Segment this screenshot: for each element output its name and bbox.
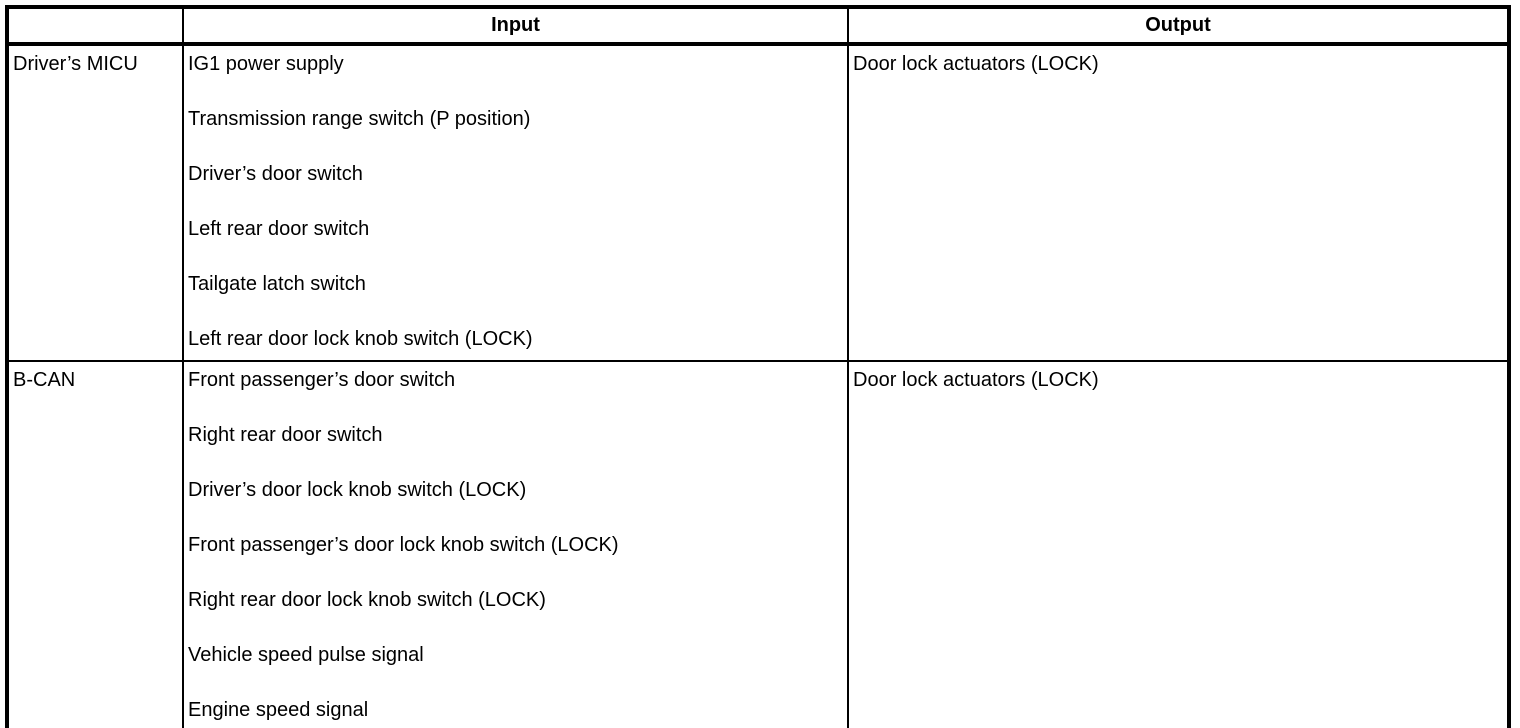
input-item: Driver’s door lock knob switch (LOCK) <box>188 479 527 501</box>
output-label: Door lock actuators (LOCK) <box>853 53 1099 75</box>
output-label: Door lock actuators (LOCK) <box>853 369 1099 391</box>
input-item: Tailgate latch switch <box>188 273 366 295</box>
header-cell-input: Input <box>182 6 849 46</box>
input-item: Front passenger’s door switch <box>188 369 456 391</box>
input-item: Transmission range switch (P position) <box>188 108 531 130</box>
input-output-table: Input Output Driver’s MICU IG1 power sup… <box>5 5 1511 728</box>
table-row-drivers-micu: Driver’s MICU IG1 power supply Transmiss… <box>6 43 1510 362</box>
input-item: IG1 power supply <box>188 53 344 75</box>
header-cell-source <box>6 6 184 46</box>
input-cell: IG1 power supply Transmission range swit… <box>182 43 849 362</box>
input-item: Front passenger’s door lock knob switch … <box>188 534 619 556</box>
input-item: Right rear door switch <box>188 424 383 446</box>
input-item: Driver’s door switch <box>188 163 363 185</box>
input-item: Engine speed signal <box>188 699 369 721</box>
output-cell: Door lock actuators (LOCK) <box>847 360 1510 728</box>
input-item: Right rear door lock knob switch (LOCK) <box>188 589 546 611</box>
table-header-row: Input Output <box>6 6 1510 46</box>
source-label: Driver’s MICU <box>13 53 138 75</box>
header-cell-output: Output <box>847 6 1510 46</box>
source-cell: B-CAN <box>6 360 184 728</box>
input-item: Left rear door lock knob switch (LOCK) <box>188 328 533 350</box>
input-list: IG1 power supply Transmission range swit… <box>188 52 843 351</box>
output-cell: Door lock actuators (LOCK) <box>847 43 1510 362</box>
input-list: Front passenger’s door switch Right rear… <box>188 368 843 722</box>
input-item: Left rear door switch <box>188 218 370 240</box>
source-label: B-CAN <box>13 369 76 391</box>
input-cell: Front passenger’s door switch Right rear… <box>182 360 849 728</box>
table-row-b-can: B-CAN Front passenger’s door switch Righ… <box>6 360 1510 728</box>
source-cell: Driver’s MICU <box>6 43 184 362</box>
input-item: Vehicle speed pulse signal <box>188 644 424 666</box>
